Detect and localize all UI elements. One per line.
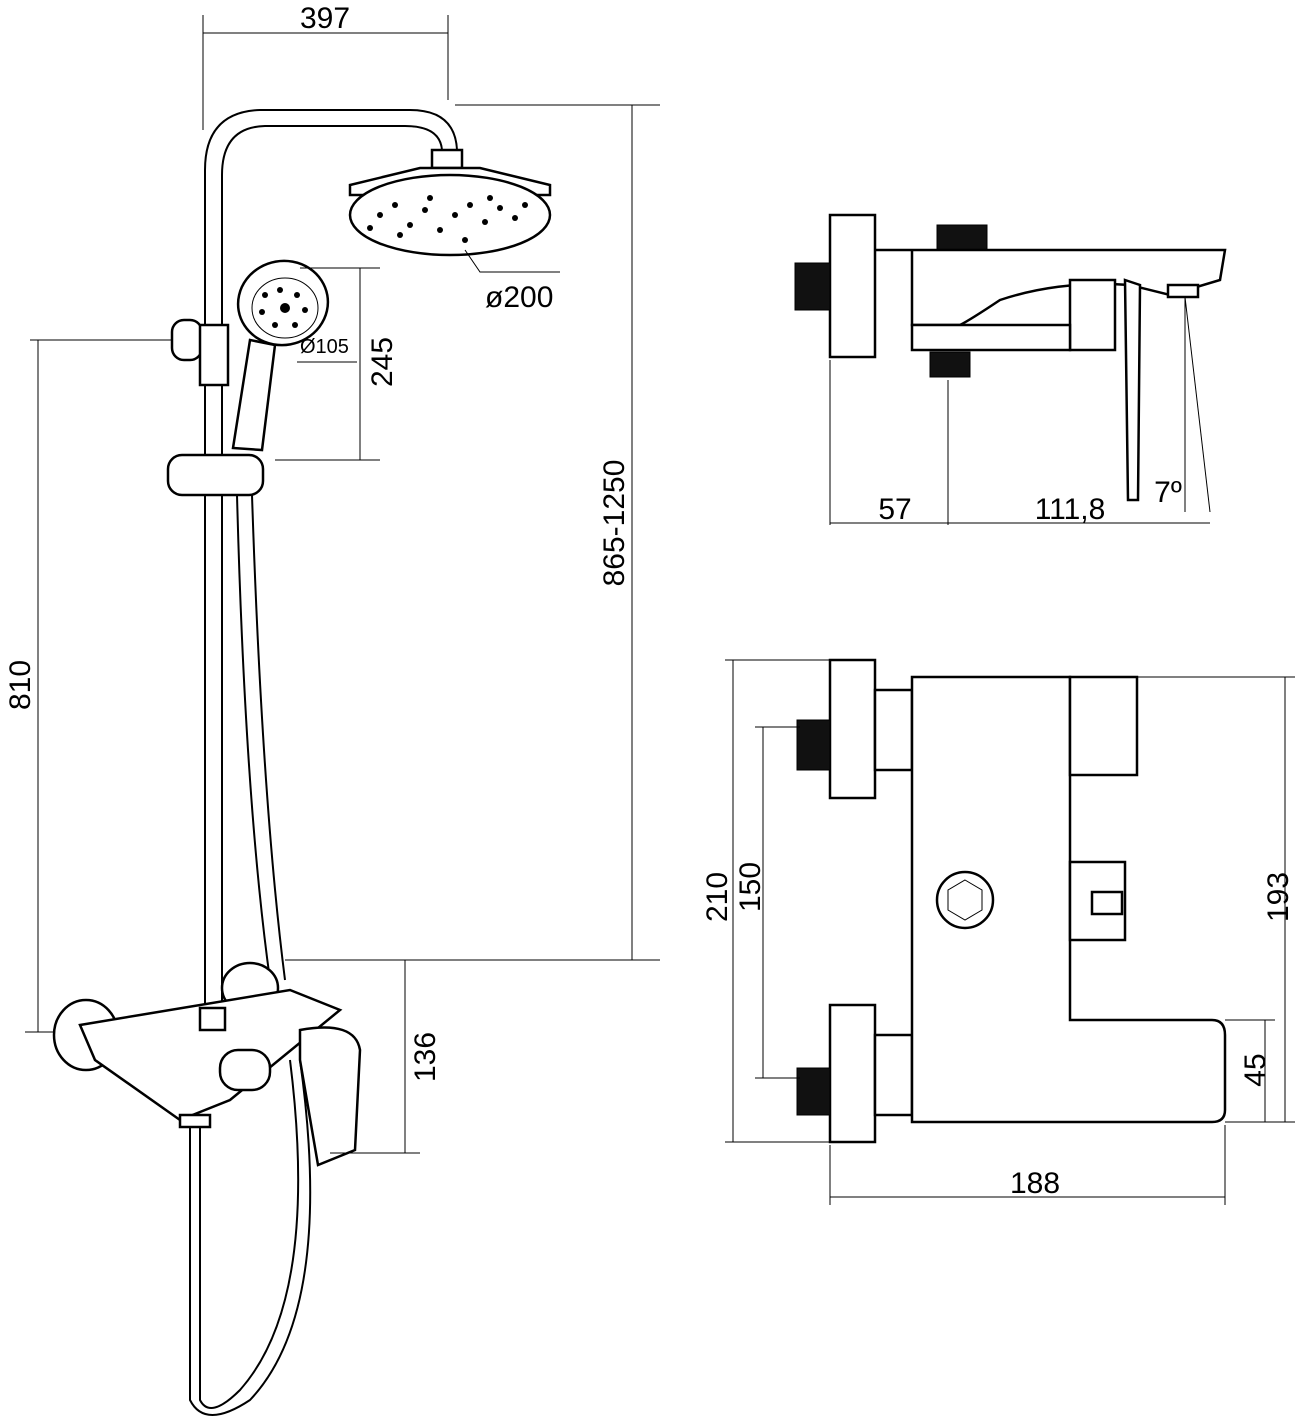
dimension-mixer-to-head: 810 — [4, 339, 172, 1033]
spout — [1166, 283, 1200, 299]
dimension-arm-reach: 397 — [202, 2, 449, 130]
label-spout-angle: 7º — [1154, 476, 1182, 509]
label-body-width: 188 — [1010, 1167, 1060, 1200]
hose-upper-2 — [251, 494, 286, 981]
dimension-height-range: 865-1250 — [285, 104, 660, 961]
lower-body — [910, 323, 1072, 352]
label-arm-reach: 397 — [300, 2, 350, 35]
label-spout-offset: 45 — [1239, 1053, 1272, 1086]
diverter-knob — [1090, 890, 1124, 916]
shower-column-view: 397 ø200 — [4, 2, 660, 1416]
hose-lower-2 — [189, 1059, 312, 1416]
hand-shower: Ø105 — [231, 259, 357, 452]
mixer-side-view: 57 111,8 7º — [794, 213, 1227, 526]
wall-plate-top — [828, 658, 877, 800]
pole-outer — [204, 109, 458, 1010]
eccentric-top — [873, 688, 914, 772]
front-body — [910, 675, 1227, 1124]
mixer — [52, 961, 362, 1167]
label-hand-diameter: Ø105 — [300, 336, 349, 358]
top-outlet-thread — [936, 224, 988, 251]
label-mixer-height: 136 — [409, 1032, 442, 1082]
label-inlet-spacing: 150 — [734, 862, 767, 912]
rain-shower-head: ø200 — [348, 148, 560, 314]
label-height-range: 865-1250 — [598, 460, 631, 587]
dimension-hand-height: 245 — [275, 267, 399, 461]
mixer-front-view: 210 150 193 45 188 — [701, 658, 1295, 1205]
thread-top — [796, 719, 831, 771]
lever-front — [1068, 675, 1139, 777]
label-total-height: 210 — [701, 872, 734, 922]
hex-icon — [947, 879, 983, 921]
hex-plug — [935, 870, 995, 930]
label-mixer-to-head: 810 — [4, 660, 37, 710]
hose-lower — [199, 1059, 300, 1409]
bottom-outlet-thread — [929, 351, 971, 378]
wall-plate — [828, 213, 877, 359]
label-side-depth: 57 — [878, 493, 911, 526]
diverter — [198, 323, 230, 387]
inlet-thread — [794, 262, 831, 311]
wall-plate-bottom — [828, 1003, 877, 1144]
pole-inner — [221, 125, 443, 1010]
dimension-mixer-height: 136 — [330, 960, 442, 1154]
label-head-diameter: ø200 — [485, 281, 553, 314]
thread-bottom — [796, 1067, 831, 1116]
label-spout-length: 111,8 — [1035, 493, 1106, 526]
lever — [1123, 278, 1142, 502]
hose-upper — [236, 494, 271, 981]
label-body-height: 193 — [1262, 872, 1295, 922]
eccentric-bottom — [873, 1033, 914, 1117]
wall-bracket — [170, 318, 204, 362]
label-hand-height: 245 — [366, 337, 399, 387]
handle-base — [1068, 278, 1117, 352]
slide-holder — [166, 453, 265, 497]
